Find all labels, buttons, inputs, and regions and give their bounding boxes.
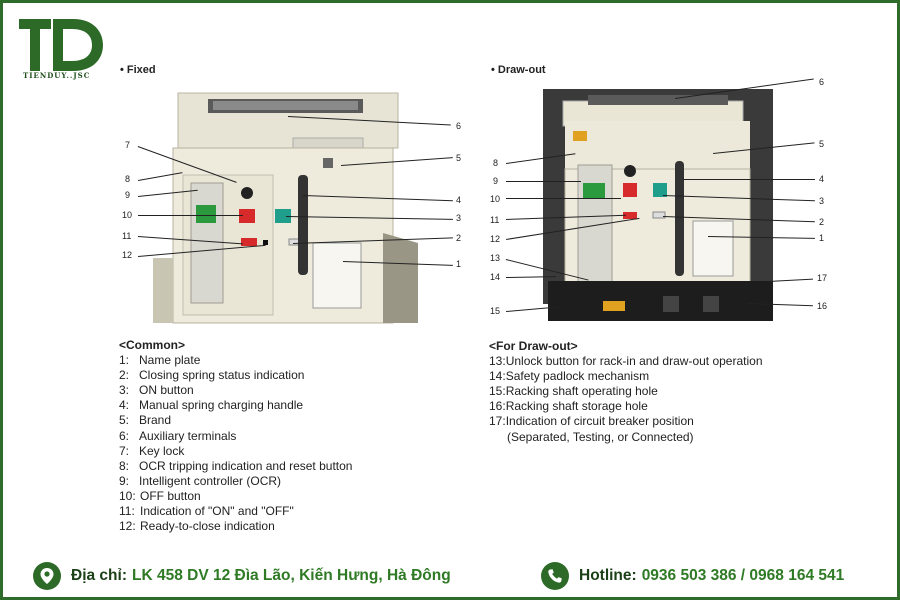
common-legend: <Common> 1:Name plate 2:Closing spring s… <box>119 338 352 534</box>
callout-drawout-15: 15 <box>490 306 501 316</box>
company-logo <box>19 19 103 71</box>
address-label: Địa chỉ: <box>71 567 127 584</box>
callout-fixed-2: 2 <box>456 233 462 243</box>
callout-fixed-10: 10 <box>122 210 133 220</box>
callout-drawout-16: 16 <box>817 301 828 311</box>
callout-drawout-2: 2 <box>819 217 825 227</box>
logo-caption: TIENDUY..JSC <box>23 71 91 80</box>
list-item: 8:OCR tripping indication and reset butt… <box>119 458 353 473</box>
callout-drawout-11: 11 <box>490 215 500 225</box>
list-item: 1:Name plate <box>119 353 201 368</box>
callout-fixed-5: 5 <box>456 153 462 163</box>
callout-drawout-9: 9 <box>493 176 499 186</box>
leader-drawout-4 <box>683 179 815 180</box>
list-item: 17:Indication of circuit breaker positio… <box>489 414 694 429</box>
common-heading: <Common> <box>119 338 186 352</box>
phone-icon <box>541 562 569 590</box>
leader-drawout-9 <box>506 181 581 182</box>
callout-drawout-17: 17 <box>817 273 828 283</box>
callout-fixed-8: 8 <box>125 174 131 184</box>
callout-drawout-14: 14 <box>490 272 501 282</box>
callout-fixed-9: 9 <box>125 190 131 200</box>
callout-fixed-7: 7 <box>125 140 131 150</box>
drawout-title: • Draw-out <box>491 64 546 76</box>
list-item: 4:Manual spring charging handle <box>119 398 304 413</box>
callout-drawout-5: 5 <box>819 139 825 149</box>
callout-drawout-13: 13 <box>490 253 501 263</box>
callout-drawout-8: 8 <box>493 158 499 168</box>
list-item: 11:Indication of "ON" and "OFF" <box>119 504 294 519</box>
list-item: 10:OFF button <box>119 488 201 503</box>
list-item: 14:Safety padlock mechanism <box>489 369 650 384</box>
callout-drawout-10: 10 <box>490 194 501 204</box>
list-item: 3:ON button <box>119 383 194 398</box>
list-item: 5:Brand <box>119 413 172 428</box>
address-value: LK 458 DV 12 Đìa Lão, Kiến Hưng, Hà Đông <box>131 567 451 584</box>
footer-address: Địa chỉ: LK 458 DV 12 Đìa Lão, Kiến Hưng… <box>33 559 451 593</box>
callout-fixed-12: 12 <box>122 250 133 260</box>
drawout-heading: <For Draw-out> <box>489 339 578 353</box>
callout-drawout-1: 1 <box>819 233 825 243</box>
callout-drawout-12: 12 <box>490 234 501 244</box>
list-item: 16:Racking shaft storage hole <box>489 399 648 414</box>
callout-drawout-6: 6 <box>819 77 825 87</box>
list-item: 13:Unlock button for rack-in and draw-ou… <box>489 354 763 369</box>
callout-fixed-6: 6 <box>456 121 462 131</box>
callout-fixed-3: 3 <box>456 213 462 223</box>
drawout-legend: <For Draw-out> 13:Unlock button for rack… <box>489 339 763 445</box>
callout-fixed-11: 11 <box>122 231 132 241</box>
callout-drawout-3: 3 <box>819 196 825 206</box>
leader-drawout-10 <box>506 198 621 199</box>
hotline-label: Hotline: <box>579 567 637 584</box>
callout-drawout-4: 4 <box>819 174 825 184</box>
leader-fixed-10 <box>138 215 243 216</box>
list-item: (Separated, Testing, or Connected) <box>507 429 694 444</box>
fixed-title: • Fixed <box>120 64 156 76</box>
list-item: 12:Ready-to-close indication <box>119 519 275 534</box>
list-item: 7:Key lock <box>119 443 185 458</box>
callout-fixed-1: 1 <box>456 259 462 269</box>
fixed-breaker-image <box>153 92 418 324</box>
callout-fixed-4: 4 <box>456 195 462 205</box>
hotline-value[interactable]: 0936 503 386 / 0968 164 541 <box>641 567 845 584</box>
list-item: 2:Closing spring status indication <box>119 368 305 383</box>
location-pin-icon <box>33 562 61 590</box>
list-item: 6:Auxiliary terminals <box>119 428 237 443</box>
footer-hotline: Hotline: 0936 503 386 / 0968 164 541 <box>541 559 844 593</box>
drawout-breaker-image <box>543 89 773 321</box>
list-item: 9:Intelligent controller (OCR) <box>119 473 282 488</box>
list-item: 15:Racking shaft operating hole <box>489 384 658 399</box>
